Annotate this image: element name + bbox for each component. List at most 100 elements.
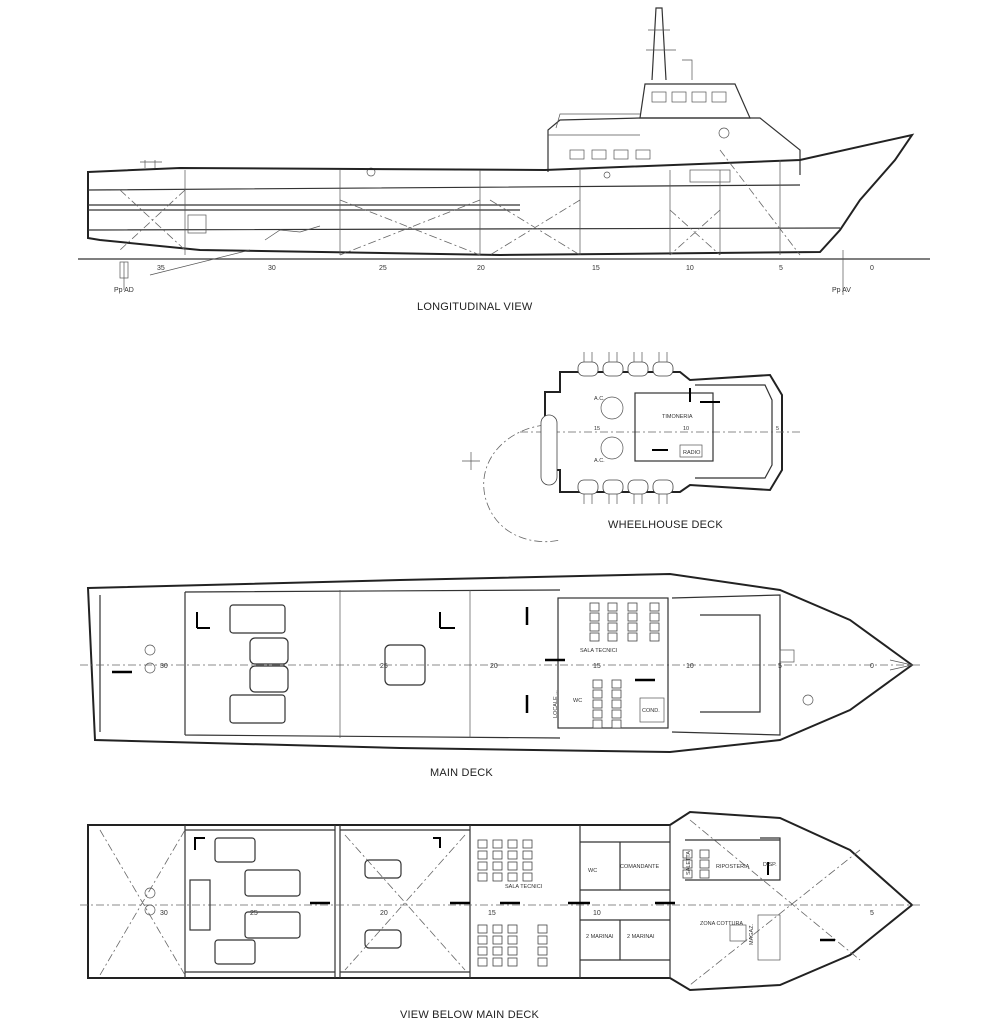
frame-tick: 20 bbox=[380, 910, 388, 917]
seat bbox=[537, 935, 548, 945]
frame-tick: 25 bbox=[379, 265, 387, 272]
seat bbox=[477, 872, 488, 882]
frame-tick: 25 bbox=[250, 910, 258, 917]
frame-tick: 30 bbox=[160, 663, 168, 670]
seat bbox=[607, 602, 618, 612]
seat bbox=[477, 946, 488, 956]
frame-ticks: 35 30 25 20 15 10 5 0 bbox=[157, 265, 874, 272]
superstructure-profile bbox=[547, 117, 801, 175]
frame-tick: 15 bbox=[488, 910, 496, 917]
seat bbox=[699, 849, 710, 859]
frame-tick: 25 bbox=[380, 663, 388, 670]
perpendicular-fwd-label: Pp AV bbox=[832, 287, 851, 294]
view-title: WHEELHOUSE DECK bbox=[608, 519, 723, 531]
frame-tick: 20 bbox=[490, 663, 498, 670]
seat bbox=[492, 861, 503, 871]
main-deck-view: SALA TECNICI WC COND. LOCALE ... 30 25 2… bbox=[80, 572, 920, 779]
frame-tick: 5 bbox=[779, 265, 783, 272]
seat bbox=[682, 859, 693, 869]
seat bbox=[607, 612, 618, 622]
timoneria-room bbox=[634, 392, 714, 462]
seat bbox=[611, 709, 622, 719]
room-label-riposteria: RIPOSTERIA bbox=[716, 864, 750, 870]
below-deck-outline bbox=[87, 810, 914, 992]
seat bbox=[589, 612, 600, 622]
frame-tick: 5 bbox=[870, 910, 874, 917]
frame-tick: 35 bbox=[157, 265, 165, 272]
perpendicular-aft-label: Pp AD bbox=[114, 287, 134, 294]
room-label-timoneria: TIMONERIA bbox=[662, 414, 693, 420]
seat bbox=[611, 679, 622, 689]
room-label-disp: DISP. bbox=[763, 862, 777, 868]
seat bbox=[522, 872, 533, 882]
seat bbox=[592, 709, 603, 719]
frame-tick: 0 bbox=[870, 663, 874, 670]
seat bbox=[592, 689, 603, 699]
frame-tick: 10 bbox=[686, 663, 694, 670]
seat bbox=[649, 632, 660, 642]
seat bbox=[507, 850, 518, 860]
frame-tick: 10 bbox=[683, 426, 689, 432]
frame-tick: 15 bbox=[594, 426, 600, 432]
frame-tick: 30 bbox=[268, 265, 276, 272]
seat bbox=[649, 622, 660, 632]
seat bbox=[537, 946, 548, 956]
frame-tick: 15 bbox=[593, 663, 601, 670]
below-main-deck-view: SALA TECNICI WC COMANDANTE 2 MARINAI 2 M… bbox=[80, 810, 920, 1021]
wheelhouse-deck-view: TIMONERIA RADIO A.C. A.C. 15 10 5 WHEELH… bbox=[462, 352, 800, 543]
seat bbox=[611, 699, 622, 709]
seat bbox=[627, 622, 638, 632]
seat bbox=[589, 632, 600, 642]
longitudinal-view: 35 30 25 20 15 10 5 0 Pp AD Pp AV LONGIT… bbox=[78, 7, 930, 313]
seat bbox=[592, 699, 603, 709]
seat bbox=[492, 957, 503, 967]
seat bbox=[492, 872, 503, 882]
seat bbox=[592, 719, 603, 729]
seat bbox=[699, 869, 710, 879]
seat bbox=[507, 839, 518, 849]
seat bbox=[492, 946, 503, 956]
view-title: VIEW BELOW MAIN DECK bbox=[400, 1009, 540, 1021]
room-label-magazzino: MAGAZ. bbox=[749, 923, 755, 945]
seat bbox=[507, 924, 518, 934]
seat bbox=[492, 850, 503, 860]
seat bbox=[537, 924, 548, 934]
mast bbox=[651, 7, 667, 81]
seat bbox=[592, 679, 603, 689]
room-label-2-marinai: 2 MARINAI bbox=[627, 934, 655, 940]
main-deck-outline bbox=[86, 572, 914, 754]
seat bbox=[607, 632, 618, 642]
room-label-locale: LOCALE ... bbox=[553, 690, 559, 718]
room-label-sala-tecnici: SALA TECNICI bbox=[505, 884, 543, 890]
seat bbox=[477, 839, 488, 849]
seat bbox=[492, 924, 503, 934]
seat bbox=[611, 719, 622, 729]
seat bbox=[477, 957, 488, 967]
room-label-comandante: COMANDANTE bbox=[620, 864, 659, 870]
view-title: MAIN DECK bbox=[430, 767, 493, 779]
seat bbox=[649, 602, 660, 612]
seat bbox=[477, 924, 488, 934]
seat bbox=[507, 861, 518, 871]
frame-tick: 5 bbox=[776, 426, 779, 432]
room-label-ac: A.C. bbox=[594, 458, 605, 464]
hull-profile bbox=[87, 133, 915, 257]
frame-tick: 15 bbox=[592, 265, 600, 272]
seat bbox=[607, 622, 618, 632]
seat bbox=[522, 839, 533, 849]
frame-tick: 10 bbox=[593, 910, 601, 917]
seat bbox=[627, 602, 638, 612]
view-title: LONGITUDINAL VIEW bbox=[417, 301, 533, 313]
room-label-cond: COND. bbox=[642, 708, 660, 714]
seat bbox=[507, 935, 518, 945]
seat bbox=[627, 632, 638, 642]
seat bbox=[649, 612, 660, 622]
seat bbox=[627, 612, 638, 622]
wheelhouse-profile bbox=[639, 83, 751, 119]
seat bbox=[477, 935, 488, 945]
room-label-zona-cottura: ZONA COTTURA bbox=[700, 921, 743, 927]
seat bbox=[589, 602, 600, 612]
seat bbox=[589, 622, 600, 632]
frame-tick: 5 bbox=[778, 663, 782, 670]
